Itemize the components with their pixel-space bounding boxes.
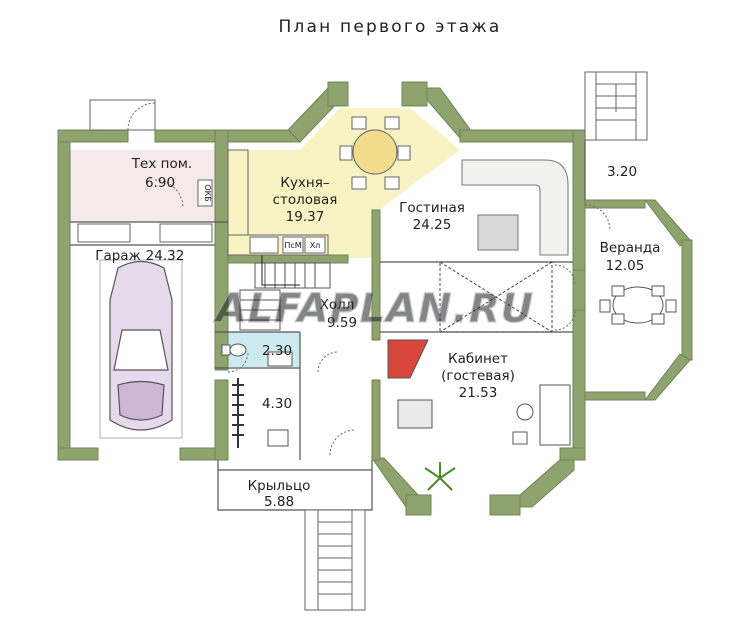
boiler [197, 179, 213, 207]
bathroom-fixtures [221, 343, 293, 367]
sofa [461, 159, 569, 256]
living-area: 24.25 [413, 217, 452, 233]
tech-name: Тех пом. [131, 156, 192, 172]
open-area-dashed [439, 261, 553, 333]
veranda-name: Веранда [600, 240, 661, 256]
hall-area: 9.59 [327, 315, 357, 331]
hall-stairs [239, 250, 331, 331]
study-name-line2: (гостевая) [441, 368, 515, 384]
garage-name: Гараж [95, 248, 141, 264]
tech-area: 6.90 [145, 175, 175, 191]
garage-shelves [77, 223, 213, 243]
kitchen-name-line2: столовая [273, 192, 338, 208]
kitchen-counter [227, 149, 329, 256]
kitchen-area: 19.37 [286, 209, 325, 225]
boiler-label: ОКБ [203, 184, 212, 201]
closet-area: 4.30 [262, 396, 292, 412]
study-furniture [387, 339, 571, 446]
closet-rack [232, 378, 244, 448]
watermark: ALFAPLAN.RU [213, 286, 534, 332]
dining-table [339, 116, 411, 190]
kitchen-name-line1: Кухня– [280, 175, 330, 191]
kitchen-fill [228, 150, 372, 258]
dishwasher-label: ПсМ [284, 241, 301, 250]
porch-stairs [304, 509, 366, 611]
plant [424, 462, 456, 491]
doors [154, 179, 611, 456]
study-area: 21.53 [459, 385, 498, 401]
living-name: Гостиная [399, 200, 465, 216]
bath-area: 2.30 [262, 343, 292, 359]
garage-area: 24.32 [146, 248, 185, 264]
walls [57, 81, 693, 516]
closet-stove [267, 429, 289, 447]
hall-name: Холл [320, 297, 355, 313]
study-name-line1: Кабинет [448, 351, 508, 367]
veranda-area: 12.05 [606, 258, 645, 274]
vestibule-area: 3.20 [607, 164, 637, 180]
fridge-label: Хл [310, 241, 321, 250]
car [99, 259, 183, 439]
plan-title: План первого этажа [278, 17, 501, 37]
veranda-table [599, 285, 677, 325]
room-labels: Тех пом. 6.90 Гараж 24.32 Кухня– столова… [95, 156, 660, 510]
veranda-stairs [584, 71, 648, 141]
porch-area: 5.88 [264, 494, 294, 510]
porch-name: Крыльцо [248, 478, 311, 494]
tech-external-door [89, 99, 156, 131]
